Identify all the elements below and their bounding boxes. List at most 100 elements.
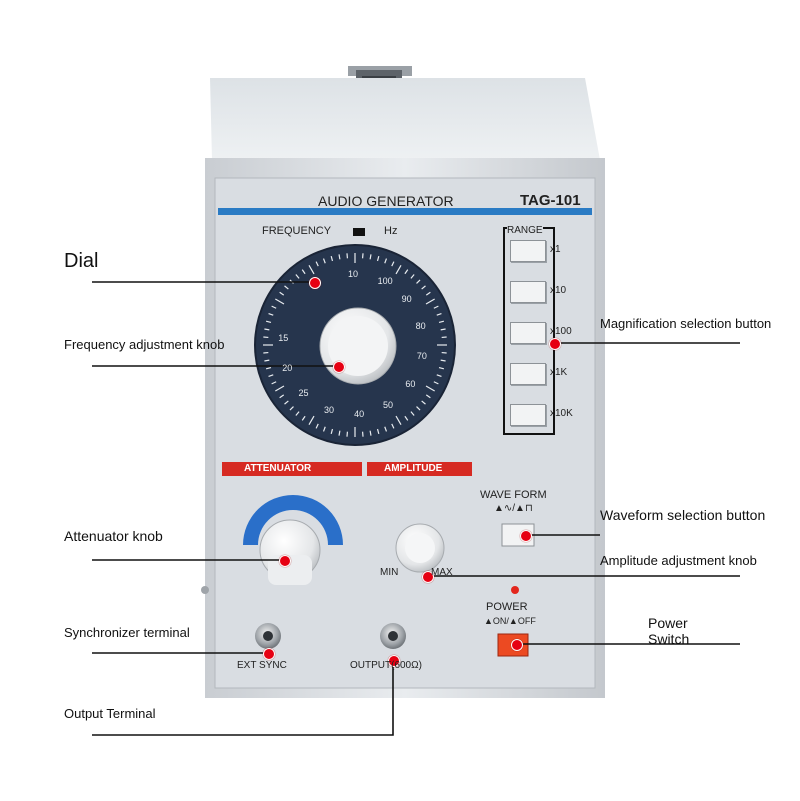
- dial-tick: [275, 298, 285, 305]
- min-label: MIN: [380, 567, 399, 578]
- range-button-x10k[interactable]: [510, 404, 546, 426]
- dial-tick: [416, 406, 421, 411]
- frequency-knob[interactable]: [319, 307, 397, 385]
- dial-tick: [404, 415, 409, 421]
- callout-lines: [92, 281, 740, 736]
- output-label: OUTPUT(600Ω): [350, 660, 422, 671]
- range-button-x100[interactable]: [510, 322, 546, 344]
- dial-tick: [264, 328, 270, 331]
- dial-number: 10: [348, 269, 359, 279]
- dial-tick: [438, 320, 445, 324]
- callout-amplitude-knob: Amplitude adjustment knob: [600, 553, 757, 568]
- dial-tick: [265, 366, 272, 370]
- dial-tick: [391, 423, 395, 429]
- dial-tick: [289, 406, 294, 411]
- range-button-label: x10K: [550, 408, 573, 419]
- dial-tick: [279, 291, 285, 296]
- callout-power-switch: Power Switch: [648, 615, 690, 647]
- dial-tick: [268, 312, 274, 316]
- ext-sync-label: EXT SYNC: [237, 660, 287, 671]
- dial-tick: [436, 374, 442, 378]
- dial-tick: [410, 411, 415, 416]
- dial-tick: [384, 426, 388, 432]
- dial-number: 30: [324, 404, 335, 415]
- dial-tick: [376, 428, 380, 435]
- dial-tick: [438, 366, 445, 370]
- ext-sync-terminal[interactable]: [255, 623, 281, 649]
- attenuator-knob[interactable]: [259, 519, 321, 585]
- dial-tick: [271, 381, 277, 385]
- waveform-label: WAVE FORM: [480, 489, 547, 501]
- power-marker: [511, 639, 523, 651]
- amplitude-knob[interactable]: [395, 523, 445, 573]
- waveform-marker: [520, 530, 532, 542]
- range-button-x1k[interactable]: [510, 363, 546, 385]
- dial-tick: [284, 400, 289, 405]
- header-stripe: [218, 208, 592, 215]
- dial-tick: [338, 430, 341, 436]
- dial-number: 50: [383, 399, 394, 410]
- range-button-label: x10: [550, 285, 567, 296]
- callout-sync-terminal: Synchronizer terminal: [64, 625, 190, 640]
- attenuator-scale: [243, 495, 343, 545]
- dial-tick: [425, 394, 431, 399]
- dial-tick: [295, 274, 300, 279]
- callout-dial: Dial: [64, 250, 99, 272]
- dial-tick: [295, 411, 300, 416]
- callout-attenuator-knob: Attenuator knob: [64, 528, 163, 544]
- power-led: [511, 586, 519, 594]
- dial-tick: [421, 285, 426, 290]
- dial-tick: [421, 400, 426, 405]
- dial-tick: [268, 374, 274, 378]
- dial-number: 70: [416, 351, 427, 362]
- callout-waveform-button: Waveform selection button: [600, 507, 766, 523]
- amplitude-marker: [422, 571, 434, 583]
- dial-number: 40: [354, 408, 365, 419]
- callout-magnification: Magnification selection button: [600, 316, 772, 331]
- amplitude-label: AMPLITUDE: [384, 463, 443, 474]
- range-button-label: x100: [550, 326, 572, 337]
- dial-number: 100: [377, 275, 393, 286]
- range-button-label: x1: [550, 244, 561, 255]
- case-top: [210, 78, 600, 160]
- dial-tick: [284, 285, 289, 290]
- dial-tick: [395, 415, 402, 425]
- callout-freq-knob: Frequency adjustment knob: [64, 337, 225, 352]
- output-terminal[interactable]: [380, 623, 406, 649]
- dial-tick: [440, 328, 446, 331]
- dial-number: 90: [401, 294, 412, 304]
- dial-tick: [433, 381, 439, 385]
- frequency-indicator: [353, 228, 365, 236]
- output-marker: [388, 655, 400, 667]
- dial-tick: [395, 265, 402, 275]
- range-button-x10[interactable]: [510, 281, 546, 303]
- callout-output-terminal: Output Terminal: [64, 706, 156, 721]
- power-sub: ▲ON/▲OFF: [484, 616, 536, 626]
- model-number: TAG-101: [520, 192, 581, 209]
- dial-tick: [301, 269, 306, 275]
- dial-tick: [315, 261, 319, 267]
- dial-number: 80: [415, 320, 426, 331]
- dial-tick: [330, 428, 334, 435]
- waveform-sub: ▲∿/▲⊓: [494, 503, 533, 514]
- dial-tick: [308, 265, 315, 275]
- brand-title: AUDIO GENERATOR: [318, 193, 454, 209]
- dial-tick: [265, 320, 272, 324]
- dial-tick: [301, 415, 306, 421]
- dial-tick: [425, 385, 435, 392]
- range-button-x1[interactable]: [510, 240, 546, 262]
- dial-tick: [369, 430, 372, 436]
- dial-number: 60: [405, 379, 416, 390]
- dial-tick: [425, 291, 431, 296]
- amplitude-bar: [367, 462, 472, 476]
- range-button-label: x1K: [550, 367, 568, 378]
- dial-tick: [384, 258, 388, 264]
- attenuator-marker: [279, 555, 291, 567]
- dial-number: 25: [298, 388, 309, 399]
- dial-marker: [309, 277, 321, 289]
- dial-tick: [264, 359, 270, 362]
- dial-tick: [404, 269, 409, 275]
- dial-tick: [440, 359, 446, 362]
- dial-tick: [369, 254, 372, 260]
